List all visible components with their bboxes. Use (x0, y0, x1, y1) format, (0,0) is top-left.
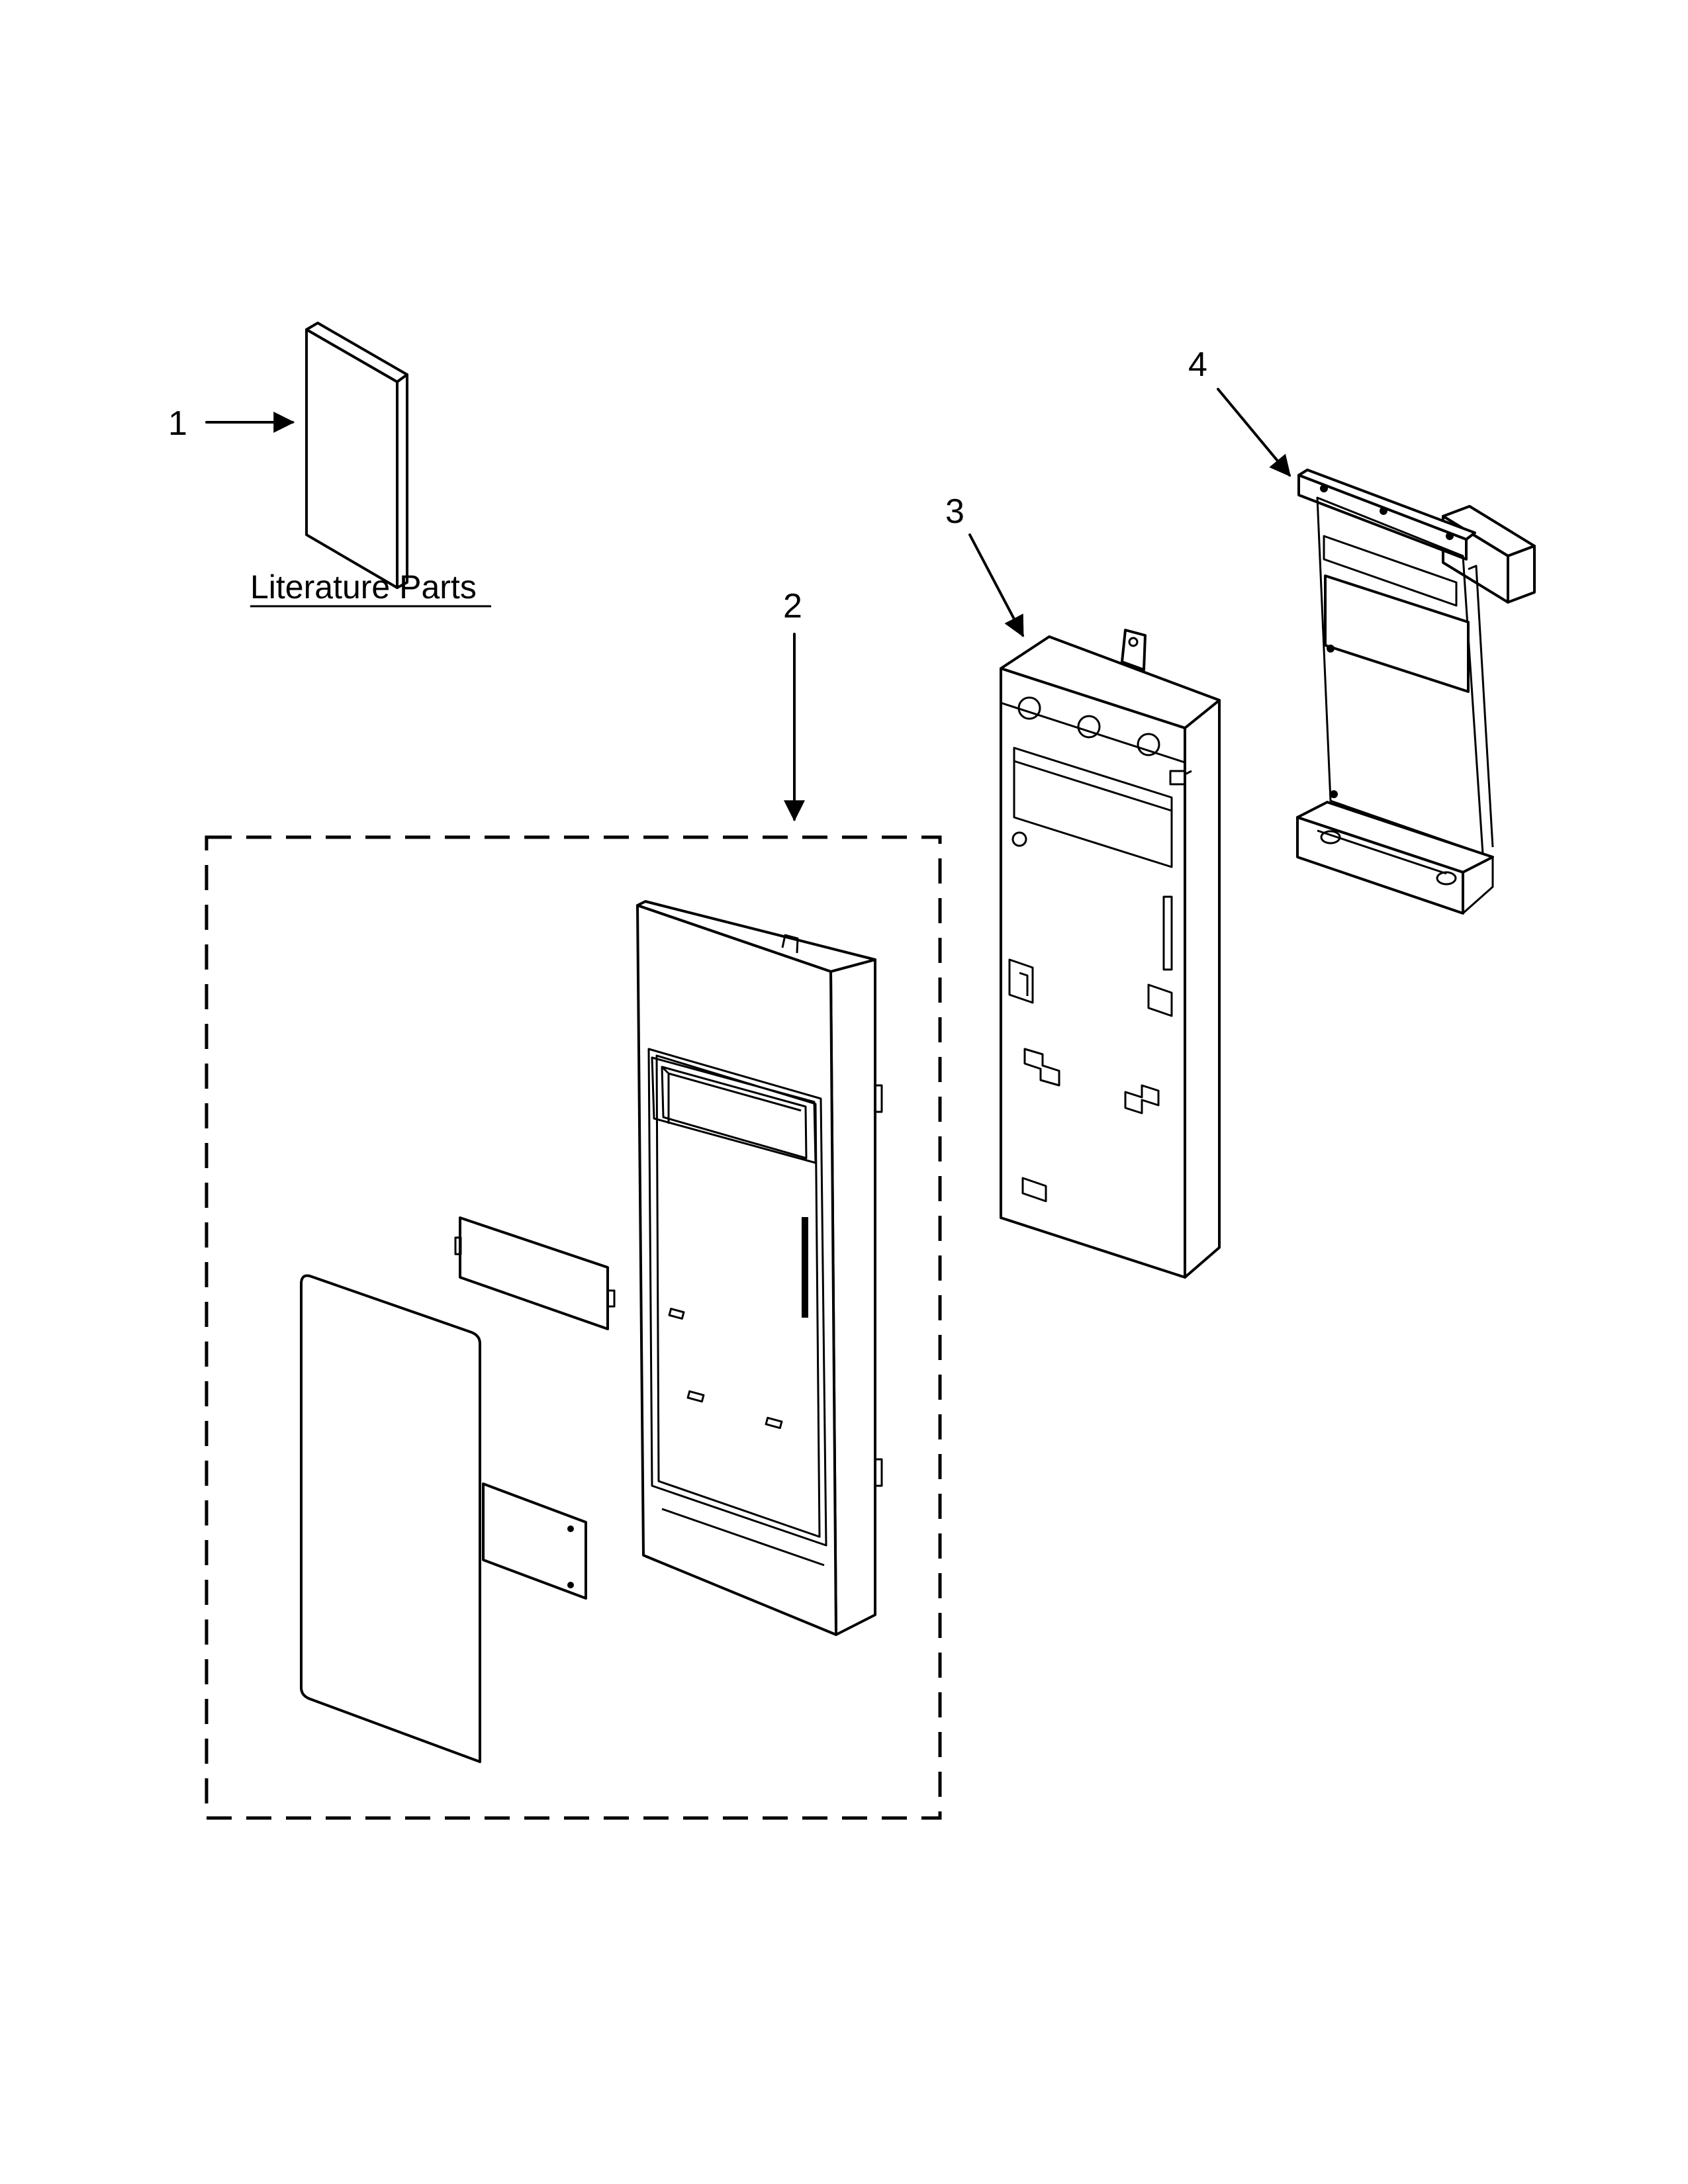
callout-3: 3 (945, 492, 964, 531)
callout-4: 4 (1188, 345, 1207, 384)
part-3-control-panel-housing[interactable] (1000, 629, 1221, 1279)
part-2-ribbon-connector[interactable] (482, 1482, 587, 1600)
part-2-small-membrane-panel[interactable] (454, 1216, 616, 1330)
callout-3-arrow (968, 533, 1024, 637)
literature-parts-label: Literature Parts (250, 569, 477, 606)
assembly-2-dashed-boundary (205, 835, 942, 1820)
part-2-control-panel-frame[interactable] (636, 900, 883, 1636)
callout-2: 2 (783, 587, 802, 625)
callout-1: 1 (168, 404, 187, 443)
part-2-large-window-panel[interactable] (300, 1274, 481, 1763)
callout-4-arrow (1217, 388, 1291, 477)
part-4-control-board[interactable] (1296, 469, 1536, 915)
part-1-literature-booklet[interactable] (305, 322, 408, 589)
